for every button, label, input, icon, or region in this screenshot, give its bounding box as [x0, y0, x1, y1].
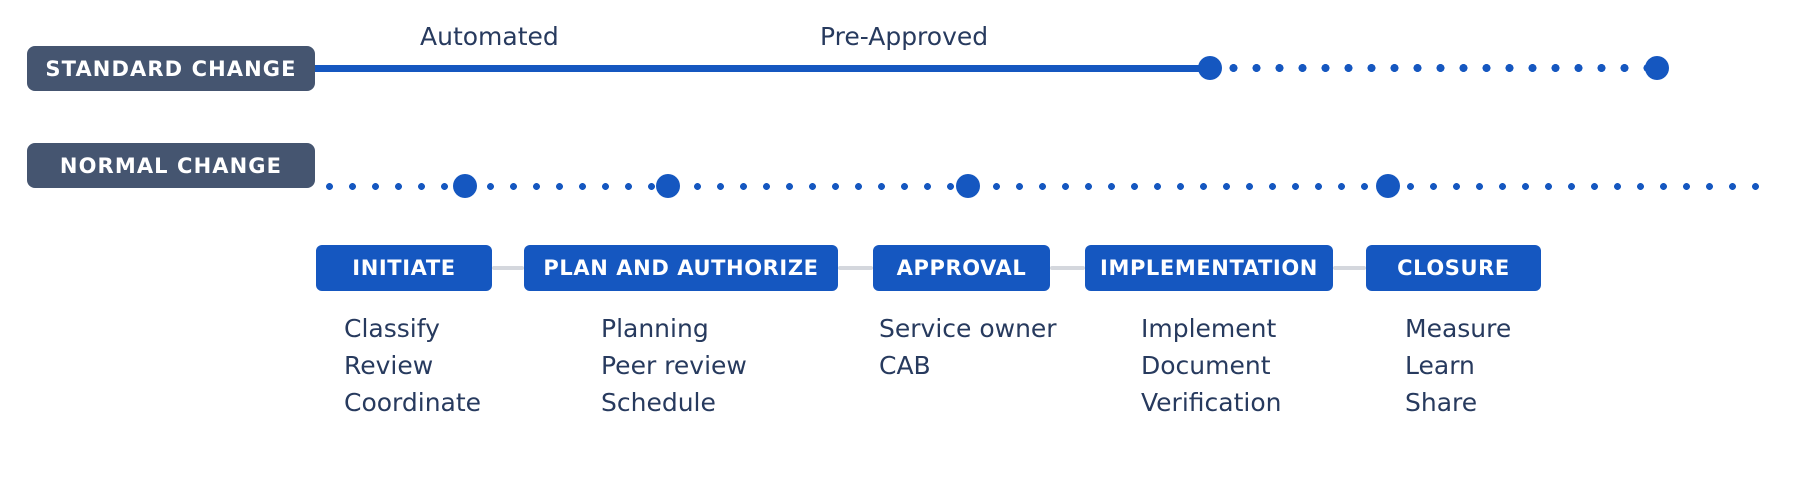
list-item: CAB [879, 351, 931, 380]
list-item: Schedule [601, 388, 716, 417]
list-item: Implement [1141, 314, 1277, 343]
detail-list-approval: Service owner CAB [879, 310, 1057, 384]
list-item: Verification [1141, 388, 1282, 417]
list-item: Classify [344, 314, 440, 343]
track-label-normal-change: NORMAL CHANGE [27, 143, 315, 188]
stage-box-plan-and-authorize[interactable]: PLAN AND AUTHORIZE [524, 245, 838, 291]
stage-connector-2 [838, 266, 873, 270]
standard-change-solid-track [315, 65, 1215, 72]
list-item: Document [1141, 351, 1271, 380]
stage-box-implementation[interactable]: IMPLEMENTATION [1085, 245, 1333, 291]
standard-change-node-dot-1 [1198, 56, 1222, 80]
normal-change-node-dot-1 [453, 174, 477, 198]
caption-automated: Automated [420, 22, 559, 51]
stage-box-initiate[interactable]: INITIATE [316, 245, 492, 291]
list-item: Service owner [879, 314, 1057, 343]
detail-list-implementation: Implement Document Verification [1141, 310, 1281, 421]
stage-box-approval[interactable]: APPROVAL [873, 245, 1050, 291]
detail-list-initiate: Classify Review Coordinate [344, 310, 481, 421]
normal-change-node-dot-4 [1376, 174, 1400, 198]
list-item: Review [344, 351, 434, 380]
caption-pre-approved: Pre-Approved [820, 22, 989, 51]
list-item: Coordinate [344, 388, 482, 417]
normal-change-node-dot-2 [656, 174, 680, 198]
list-item: Peer review [601, 351, 747, 380]
stage-box-row: INITIATE PLAN AND AUTHORIZE APPROVAL IMP… [0, 245, 1798, 291]
standard-change-dotted-track [1222, 64, 1650, 72]
stage-connector-4 [1333, 266, 1366, 270]
track-label-standard-change: STANDARD CHANGE [27, 46, 315, 91]
detail-list-plan-and-authorize: Planning Peer review Schedule [601, 310, 747, 421]
list-item: Measure [1405, 314, 1512, 343]
stage-connector-3 [1050, 266, 1085, 270]
list-item: Learn [1405, 351, 1475, 380]
stage-box-closure[interactable]: CLOSURE [1366, 245, 1541, 291]
list-item: Planning [601, 314, 709, 343]
normal-change-dotted-track [318, 182, 1775, 190]
detail-list-closure: Measure Learn Share [1405, 310, 1511, 421]
standard-change-node-dot-2 [1645, 56, 1669, 80]
normal-change-node-dot-3 [956, 174, 980, 198]
list-item: Share [1405, 388, 1478, 417]
stage-connector-1 [492, 266, 524, 270]
